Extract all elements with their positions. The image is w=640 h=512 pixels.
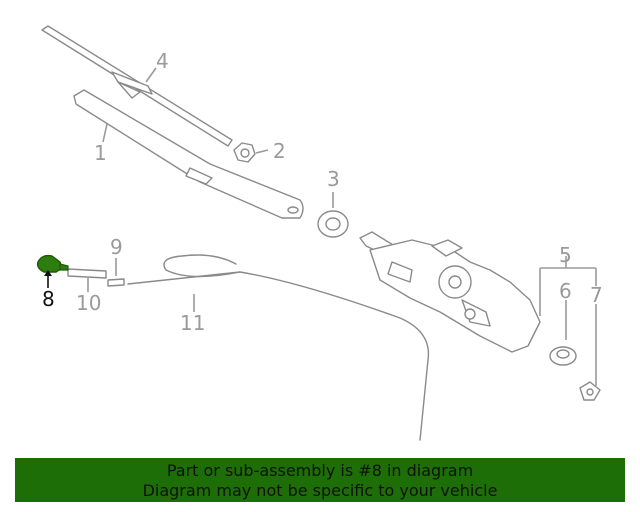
callout-6: 6 [559, 279, 572, 303]
callout-5: 5 [559, 243, 572, 267]
grommet-part-3[interactable] [317, 210, 349, 238]
callout-8: 8 [42, 287, 55, 311]
callout-11: 11 [180, 311, 205, 335]
callout-3: 3 [327, 167, 340, 191]
bolt-part-7[interactable] [579, 381, 601, 401]
seal-part-6[interactable] [549, 346, 577, 366]
wiper-arm-part-1[interactable] [73, 89, 304, 219]
banner-line-1: Part or sub-assembly is #8 in diagram [166, 461, 474, 480]
wiper-motor-part-5[interactable] [359, 231, 541, 353]
info-banner: Part or sub-assembly is #8 in diagram Di… [15, 458, 625, 502]
callout-7: 7 [590, 283, 603, 307]
banner-line-2: Diagram may not be specific to your vehi… [142, 481, 498, 500]
nut-part-2[interactable] [233, 142, 256, 163]
callout-10: 10 [76, 291, 101, 315]
leader-lines [44, 67, 597, 386]
callout-2: 2 [273, 139, 286, 163]
callout-1: 1 [94, 141, 107, 165]
connector-part-9[interactable] [107, 278, 125, 287]
parts-diagram: 1 2 3 4 5 6 7 8 9 10 11 [36, 25, 603, 441]
callout-4: 4 [156, 49, 169, 73]
wiper-blade-part-4[interactable] [41, 25, 233, 147]
washer-hose-part-11[interactable] [127, 254, 430, 441]
callout-9: 9 [110, 235, 123, 259]
nozzle-part-8[interactable] [36, 254, 69, 273]
hose-part-10[interactable] [67, 268, 107, 279]
